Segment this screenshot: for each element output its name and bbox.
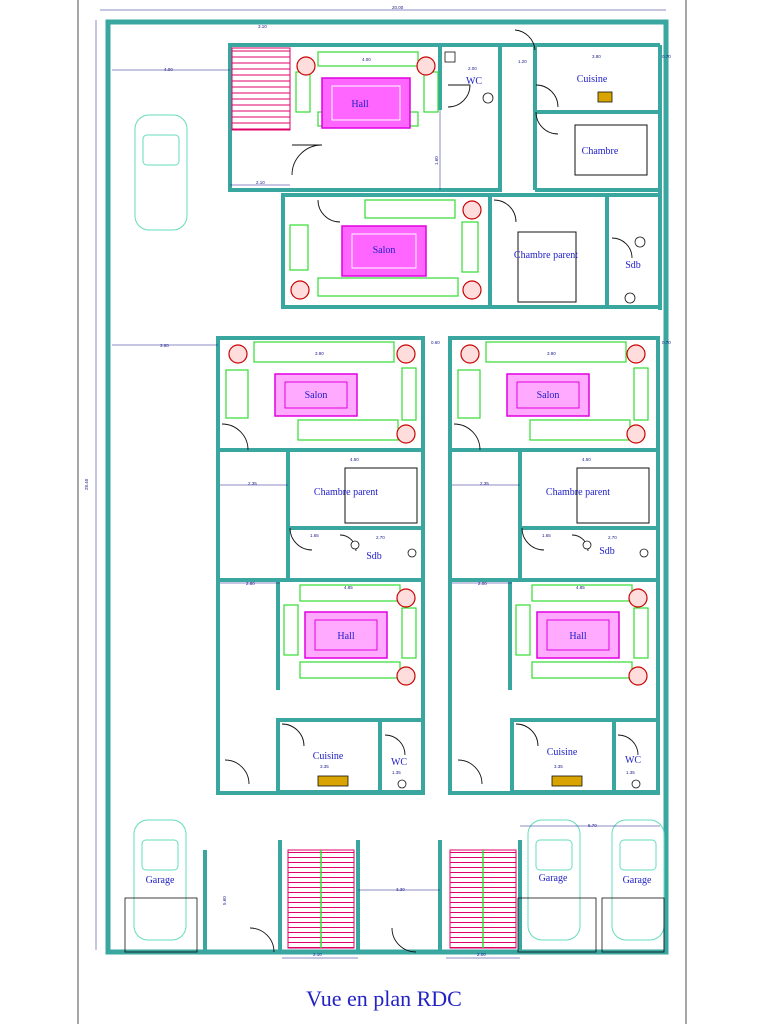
room-salon-top: Salon — [373, 245, 396, 256]
dim-label: 1.20 — [518, 59, 527, 64]
room-chambre-top: Chambre — [582, 146, 619, 157]
room-wc-right: WC — [625, 755, 641, 766]
dim-label: 3.90 — [315, 351, 324, 356]
room-sdb-left: Sdb — [366, 551, 382, 562]
cars — [133, 114, 665, 941]
dim-label: 4.00 — [362, 57, 371, 62]
rugs — [274, 77, 620, 659]
dim-label: 4.85 — [576, 585, 585, 590]
room-chambre-parent-right: Chambre parent — [546, 487, 610, 498]
dim-label: 1.35 — [392, 770, 401, 775]
dim-label: 2.35 — [480, 481, 489, 486]
sofas — [225, 51, 649, 679]
plants — [228, 56, 648, 686]
dim-label: 4.50 — [582, 457, 591, 462]
room-garage-mid: Garage — [539, 873, 568, 884]
room-labels: Hall WC Cuisine Chambre Salon Chambre pa… — [146, 74, 652, 886]
room-wc-left: WC — [391, 757, 407, 768]
dim-label: 5.70 — [588, 823, 597, 828]
dim-label: 2.35 — [248, 481, 257, 486]
room-garage-right: Garage — [623, 875, 652, 886]
garage-pads — [124, 897, 665, 953]
dim-label: 0.70 — [662, 54, 671, 59]
room-sdb-right: Sdb — [599, 546, 615, 557]
dimension-lines — [112, 69, 660, 959]
doors — [221, 29, 639, 953]
walls — [105, 19, 669, 955]
room-sdb-top: Sdb — [625, 260, 641, 271]
dim-label: 3.35 — [320, 764, 329, 769]
room-hall-left: Hall — [337, 631, 354, 642]
room-cuisine-top: Cuisine — [577, 74, 608, 85]
room-salon-left: Salon — [305, 390, 328, 401]
room-salon-right: Salon — [537, 390, 560, 401]
dim-label: 2.70 — [376, 535, 385, 540]
room-hall-right: Hall — [569, 631, 586, 642]
dim-label: 2.00 — [468, 66, 477, 71]
dim-label: 5.60 — [222, 896, 227, 905]
dim-label: 3.60 — [160, 343, 169, 348]
dim-label: 4.85 — [344, 585, 353, 590]
plan-title: Vue en plan RDC — [306, 986, 462, 1011]
room-chambre-parent-top: Chambre parent — [514, 250, 578, 261]
dim-label: 1.65 — [310, 533, 319, 538]
dim-label: 4.00 — [164, 67, 173, 72]
dim-label: 1.65 — [542, 533, 551, 538]
dim-label: 0.60 — [431, 340, 440, 345]
dim-label: 3.80 — [592, 54, 601, 59]
room-cuisine-right: Cuisine — [547, 747, 578, 758]
dim-label: 0.70 — [662, 340, 671, 345]
dim-label: 1.60 — [434, 156, 439, 165]
room-wc-top: WC — [466, 76, 482, 87]
dim-label: 3.10 — [258, 24, 267, 29]
dim-label: 2.80 — [246, 581, 255, 586]
dim-label: 2.00 — [477, 952, 486, 957]
dim-label: 4.50 — [350, 457, 359, 462]
room-garage-left: Garage — [146, 875, 175, 886]
stairs — [231, 47, 517, 949]
dim-overall-height: 28.40 — [84, 478, 89, 490]
dim-label: 2.70 — [608, 535, 617, 540]
dim-label: 2.10 — [313, 952, 322, 957]
room-cuisine-left: Cuisine — [313, 751, 344, 762]
dim-label: 2.10 — [256, 180, 265, 185]
dim-label: 2.00 — [478, 581, 487, 586]
drawing-frame — [77, 0, 687, 1024]
room-hall-top: Hall — [351, 99, 368, 110]
dim-overall-width: 20.00 — [392, 5, 404, 10]
dimension-labels: 20.00 28.40 3.10 4.00 2.00 1.20 3.80 0.7… — [84, 5, 671, 957]
room-chambre-parent-left: Chambre parent — [314, 487, 378, 498]
dim-label: 1.35 — [626, 770, 635, 775]
beds — [344, 124, 650, 524]
dim-label: 3.35 — [554, 764, 563, 769]
dim-label: 3.30 — [396, 887, 405, 892]
fixtures — [317, 51, 649, 789]
dim-label: 3.90 — [547, 351, 556, 356]
